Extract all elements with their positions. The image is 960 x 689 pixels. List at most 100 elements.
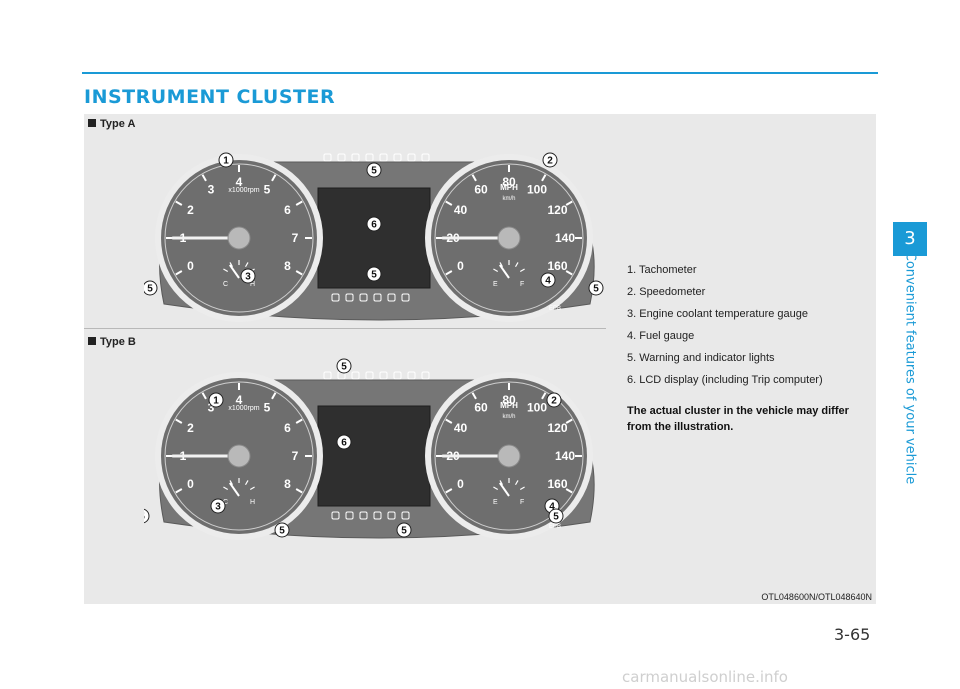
speedometer-major-tick [541, 174, 547, 182]
indicator-light-icon [379, 153, 388, 162]
legend-item: 3. Engine coolant temperature gauge [627, 308, 809, 320]
legend-item: 1. Tachometer [627, 264, 697, 276]
tachometer-tick-label: 5 [264, 401, 271, 415]
callout-marker [588, 280, 604, 296]
tachometer-major-tick [271, 392, 277, 400]
callout-marker [548, 508, 564, 524]
indicator-light-icon [401, 511, 410, 520]
indicator-light-icon [373, 293, 382, 302]
indicator-light-icon [407, 371, 416, 380]
fuel-gauge-tick [493, 486, 499, 491]
temp-gauge-tick [244, 480, 249, 486]
lcd-display [317, 405, 431, 507]
fuel-gauge-tick [519, 486, 525, 491]
indicator-light-icon [373, 511, 382, 520]
tachometer-tick-label: 5 [264, 183, 271, 197]
speedometer-major-tick [565, 488, 573, 494]
tachometer-tick-label: 7 [292, 231, 299, 245]
epb-indicator: EPB [549, 306, 561, 312]
fuel-gauge-low-label: E [493, 499, 498, 506]
callout-marker [336, 434, 352, 450]
indicator-light-icon [331, 293, 340, 302]
callout-marker [542, 152, 558, 168]
speedometer-major-tick [541, 392, 547, 400]
indicator-light-icon [421, 153, 430, 162]
indicator-light-icon [323, 371, 332, 380]
speedometer-hub [497, 226, 521, 250]
indicator-light-icon [345, 293, 354, 302]
speedometer-major-tick [565, 200, 573, 206]
legend-note: The actual cluster in the vehicle may di… [627, 405, 849, 433]
temp-gauge-high-label: H [250, 499, 255, 506]
mph-unit: MPH [500, 401, 518, 410]
speedometer-tick-label: 0 [457, 477, 464, 491]
mph-unit: MPH [500, 183, 518, 192]
speedometer-tick-label: 60 [474, 401, 488, 415]
tachometer-major-tick [175, 200, 183, 206]
callout-number: 5 [279, 526, 285, 537]
speedometer-tick-label: 140 [555, 231, 575, 245]
callout-number: 5 [147, 284, 153, 295]
watermark: carmanualsonline.info [622, 668, 788, 686]
fuel-gauge-needle [499, 482, 510, 497]
callout-number: 2 [551, 396, 557, 407]
speedometer-tick-label: 160 [547, 259, 567, 273]
speedometer-tick-label: 120 [547, 421, 567, 435]
speedometer-major-tick [565, 270, 573, 276]
fuel-gauge-tick [499, 480, 504, 486]
fuel-gauge-needle [499, 264, 510, 279]
temp-gauge-low-label: C [223, 499, 228, 506]
callout-number: 2 [547, 156, 553, 167]
tachometer-tick-label: 2 [187, 203, 194, 217]
fuel-gauge-high-label: F [520, 499, 524, 506]
type-a-label: Type A [88, 118, 135, 130]
indicator-light-icon [359, 293, 368, 302]
indicator-light-icon [387, 293, 396, 302]
callout-marker [144, 280, 158, 296]
tachometer-tick-label: 8 [284, 477, 291, 491]
tachometer-major-tick [201, 174, 207, 182]
indicator-light-icon [323, 153, 332, 162]
top-rule [82, 72, 878, 74]
temp-gauge-tick [229, 480, 234, 486]
callout-number: 5 [144, 512, 145, 523]
bullet-square-icon [88, 119, 96, 127]
speedometer-major-tick [471, 392, 477, 400]
legend-item: 4. Fuel gauge [627, 330, 695, 342]
indicator-light-icon [393, 153, 402, 162]
fuel-gauge-tick [499, 262, 504, 268]
speedometer-major-tick [445, 488, 453, 494]
speedometer-major-tick [445, 270, 453, 276]
fuel-gauge-low-label: E [493, 281, 498, 288]
tachometer-major-tick [175, 270, 183, 276]
type-a-text: Type A [100, 118, 136, 130]
callout-marker [144, 508, 150, 524]
callout-number: 4 [545, 276, 551, 287]
legend-item: 2. Speedometer [627, 286, 706, 298]
temp-gauge-tick [223, 268, 229, 273]
legend-item: 6. LCD display (including Trip computer) [627, 374, 823, 386]
bullet-square-icon [88, 337, 96, 345]
type-b-text: Type B [100, 336, 136, 348]
callout-marker [366, 162, 382, 178]
tachometer-hub [227, 444, 251, 468]
temp-gauge-tick [229, 262, 234, 268]
tachometer-tick-label: 8 [284, 259, 291, 273]
speedometer-tick-label: 80 [502, 393, 516, 407]
tachometer-tick-label: 6 [284, 203, 291, 217]
tachometer-major-tick [295, 270, 303, 276]
temp-gauge-low-label: C [223, 281, 228, 288]
fuel-gauge-tick [493, 268, 499, 273]
page-number: 3-65 [834, 625, 871, 644]
cluster-type-b: 012345678x1000rpmCH020406080100120140160… [144, 358, 604, 548]
speedometer-tick-label: 80 [502, 175, 516, 189]
tachometer-tick-label: 0 [187, 259, 194, 273]
speedometer-rim [434, 381, 584, 531]
epb-indicator: EPB [549, 524, 561, 530]
cluster-type-a: 012345678x1000rpmCH020406080100120140160… [144, 140, 604, 330]
callout-number: 5 [341, 362, 347, 373]
callout-number: 6 [371, 220, 377, 231]
callout-number: 6 [341, 438, 347, 449]
callout-marker [210, 498, 226, 514]
indicator-light-icon [379, 371, 388, 380]
